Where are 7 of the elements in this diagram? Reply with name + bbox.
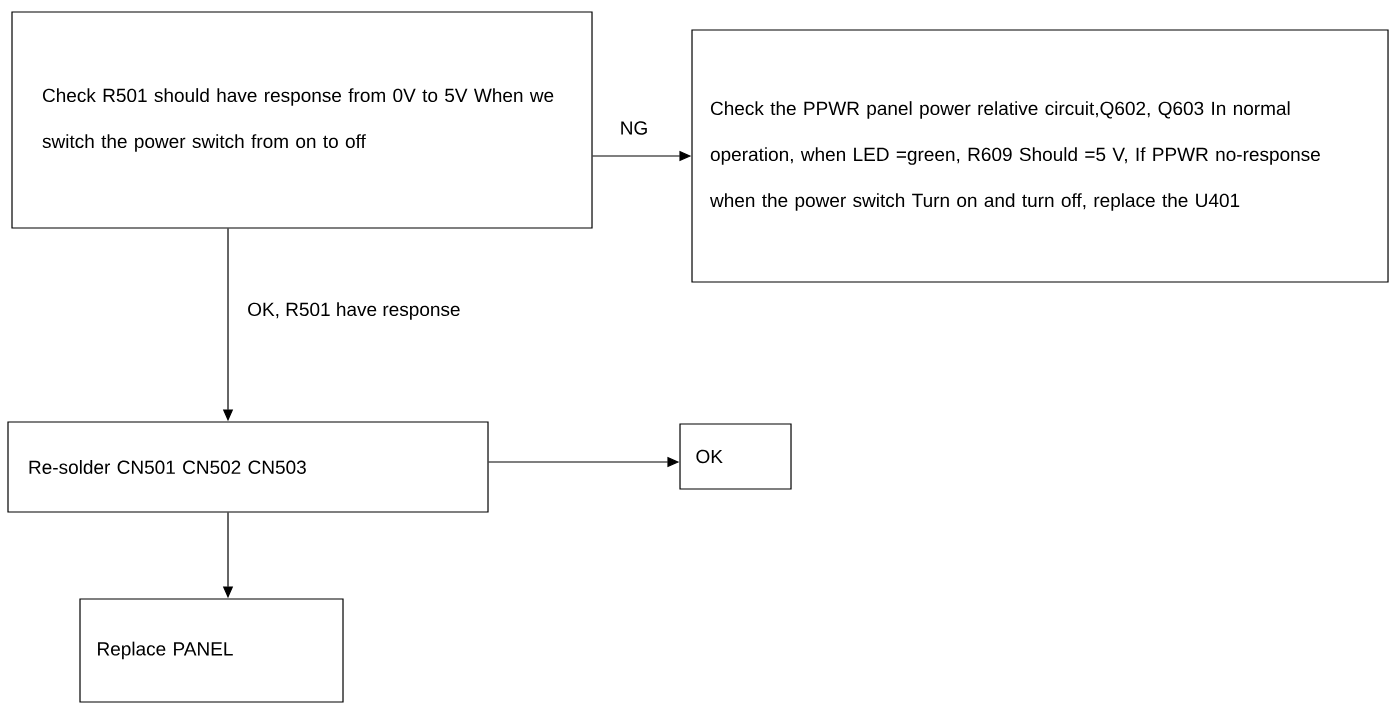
edge-label: NG [617, 119, 651, 137]
process-box: Re-solder CN501 CN502 CN503 [7, 421, 489, 513]
process-box: Check R501 should have response from 0V to 5V When we switch the power switch from on to off [11, 11, 593, 229]
edge-label: OK, R501 have response [245, 300, 463, 322]
process-box: Replace PANEL [79, 598, 344, 703]
process-box: OK [679, 423, 792, 490]
process-box: Check the PPWR panel power relative circuit,Q602, Q603 In normal operation, when LED =green, R609 Should =5 V, If PPWR no-response when the power switch Turn on and turn off, replace the U401 [691, 29, 1389, 283]
